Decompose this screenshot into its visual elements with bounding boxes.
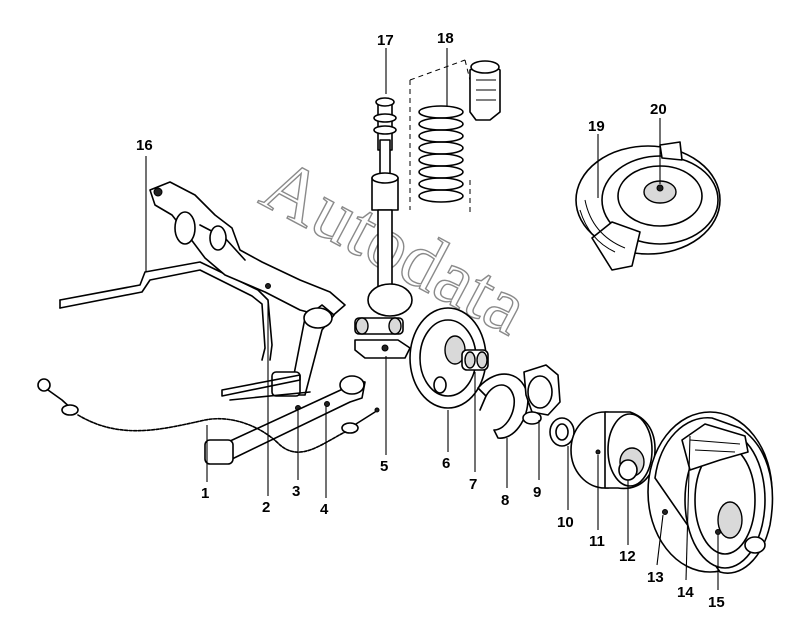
road-wheel — [647, 411, 774, 590]
brake-shoe-adjuster — [522, 364, 561, 480]
spare-wheel — [575, 118, 721, 271]
brake-backing-plate — [409, 307, 487, 452]
callout-4: 4 — [320, 501, 329, 518]
trailing-arm — [204, 375, 366, 465]
wheel-cylinder — [461, 349, 489, 472]
hub-nut — [618, 459, 638, 545]
callout-labels: 1 2 3 4 5 6 7 8 9 10 11 12 13 14 15 16 1… — [136, 30, 725, 611]
brake-shoe — [477, 373, 529, 488]
callout-6: 6 — [442, 455, 450, 472]
callout-2: 2 — [262, 499, 270, 516]
callout-3: 3 — [292, 483, 300, 500]
callout-5: 5 — [380, 458, 388, 475]
callout-15: 15 — [708, 594, 725, 611]
callout-19: 19 — [588, 118, 605, 135]
callout-7: 7 — [469, 476, 477, 493]
callout-12: 12 — [619, 548, 636, 565]
callout-17: 17 — [377, 32, 394, 49]
callout-10: 10 — [557, 514, 574, 531]
bracket — [221, 374, 311, 401]
coil-spring — [409, 48, 501, 212]
callout-1: 1 — [201, 485, 209, 502]
callout-11: 11 — [589, 533, 605, 550]
brake-drum — [570, 411, 656, 530]
callout-8: 8 — [501, 492, 509, 509]
callout-9: 9 — [533, 484, 541, 501]
callout-16: 16 — [136, 137, 153, 154]
shock-absorber — [367, 48, 413, 317]
hub-bearing-assembly — [354, 317, 411, 455]
callout-13: 13 — [647, 569, 664, 586]
callout-18: 18 — [437, 30, 454, 47]
wheel-bearing — [549, 417, 575, 510]
lower-link — [271, 304, 335, 411]
axle-beam — [149, 181, 346, 319]
callout-20: 20 — [650, 101, 667, 118]
leader-lines — [206, 300, 327, 498]
handbrake-cable — [37, 378, 380, 453]
callout-14: 14 — [677, 584, 694, 601]
